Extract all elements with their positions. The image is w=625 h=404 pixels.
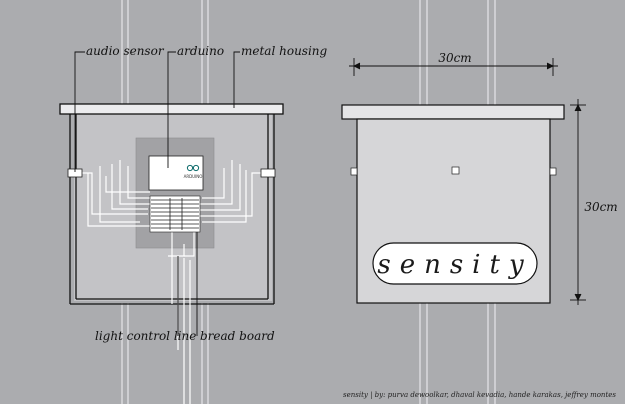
width-label: 30cm bbox=[438, 51, 471, 65]
breadboard bbox=[149, 195, 201, 233]
label-light-control-line: light control line bbox=[95, 329, 196, 343]
arduino-board bbox=[148, 155, 204, 191]
label-metal-housing: metal housing bbox=[241, 44, 328, 58]
sensor-stub-left bbox=[350, 167, 358, 176]
arduino-logo-icon bbox=[186, 164, 200, 172]
elevation-view: sensity 30cm 30cm bbox=[341, 51, 618, 305]
section-view: ARDUINO bbox=[59, 44, 328, 404]
height-label: 30cm bbox=[584, 200, 617, 214]
height-dimension bbox=[570, 99, 586, 305]
label-arduino: arduino bbox=[177, 44, 224, 58]
sensor-stub-right bbox=[549, 167, 557, 176]
label-audio-sensor: audio sensor bbox=[86, 44, 165, 58]
arduino-brand: ARDUINO bbox=[184, 174, 203, 179]
mounting-lines bbox=[121, 0, 496, 404]
housing-lid bbox=[341, 104, 565, 120]
logo-text: sensity bbox=[377, 250, 532, 280]
logo-pill bbox=[372, 242, 538, 285]
credits: sensity | by: purva dewoolkar, dhaval ke… bbox=[343, 391, 616, 399]
label-bread-board: bread board bbox=[200, 329, 275, 343]
leader-lines bbox=[74, 51, 240, 336]
audio-sensor-right bbox=[260, 168, 276, 178]
sensor-window bbox=[451, 166, 460, 175]
width-dimension bbox=[349, 58, 558, 76]
